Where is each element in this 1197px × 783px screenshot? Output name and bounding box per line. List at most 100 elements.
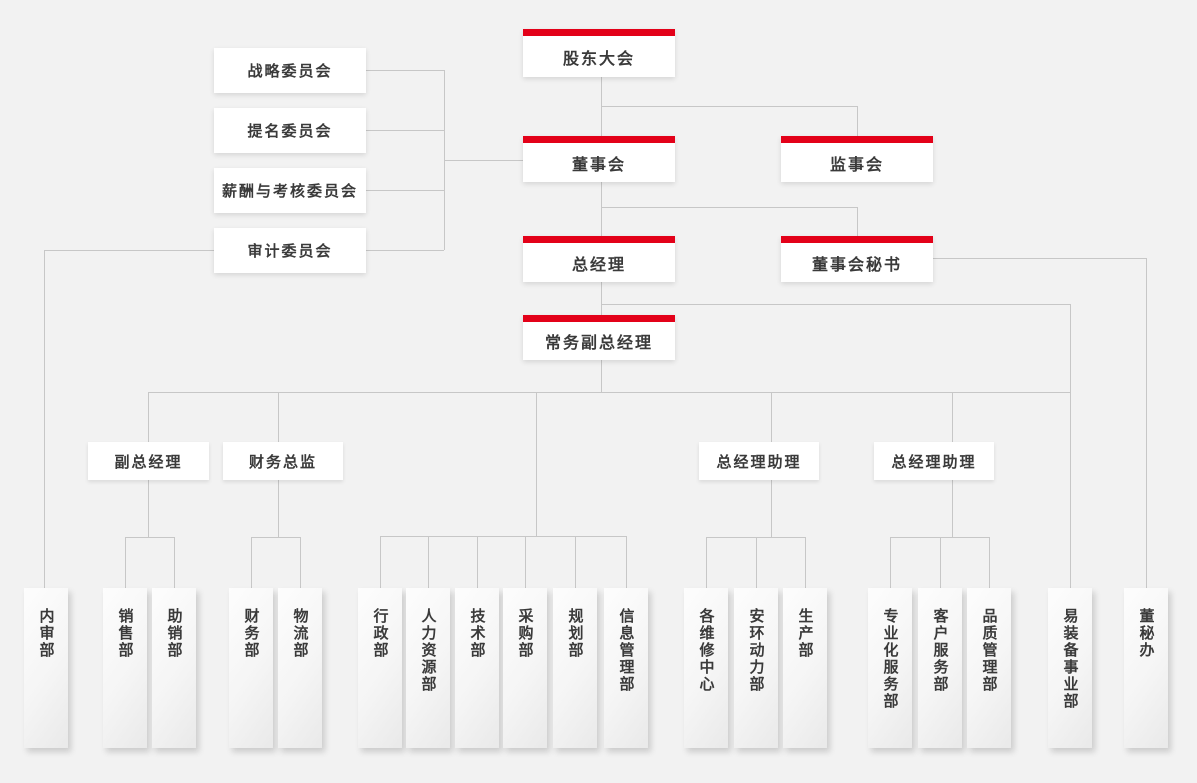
- connector-line: [706, 537, 707, 588]
- connector-line: [575, 536, 576, 588]
- node-label: 董秘办: [1137, 608, 1155, 659]
- node-gm-assistant-1: 总经理助理: [699, 442, 819, 480]
- connector-line: [601, 77, 602, 392]
- connector-line: [805, 537, 806, 588]
- node-shareholders-meeting: 股东大会: [523, 29, 675, 77]
- node-dept-technology: 技术部: [455, 588, 499, 748]
- node-audit-committee: 审计委员会: [214, 228, 366, 273]
- connector-line: [251, 537, 300, 538]
- node-label: 提名委员会: [247, 123, 333, 140]
- connector-line: [366, 70, 444, 71]
- node-board-secretary: 董事会秘书: [781, 236, 933, 282]
- node-dept-administration: 行政部: [358, 588, 402, 748]
- node-label: 薪酬与考核委员会: [221, 183, 358, 200]
- connector-line: [857, 207, 858, 236]
- node-dept-yi-equipment-division: 易装备事业部: [1048, 588, 1092, 748]
- node-dept-planning: 规划部: [553, 588, 597, 748]
- connector-line: [148, 392, 1070, 393]
- node-dept-quality-management: 品质管理部: [967, 588, 1011, 748]
- node-dept-sales: 销售部: [103, 588, 147, 748]
- connector-line: [125, 537, 174, 538]
- connector-line: [890, 537, 989, 538]
- node-label: 副总经理: [114, 453, 183, 471]
- connector-line: [477, 536, 478, 588]
- node-dept-internal-audit: 内审部: [24, 588, 68, 748]
- node-strategy-committee: 战略委员会: [214, 48, 366, 93]
- connector-line: [366, 250, 444, 251]
- node-label: 战略委员会: [247, 63, 333, 80]
- node-nomination-committee: 提名委员会: [214, 108, 366, 153]
- connector-line: [536, 392, 537, 536]
- node-dept-board-secretary-office: 董秘办: [1124, 588, 1168, 748]
- connector-line: [601, 207, 857, 208]
- node-label: 行政部: [371, 608, 389, 659]
- node-finance-director: 财务总监: [223, 442, 343, 480]
- node-label: 总经理助理: [891, 453, 977, 471]
- node-label: 总经理助理: [716, 453, 802, 471]
- node-label: 常务副总经理: [544, 335, 653, 352]
- connector-line: [601, 106, 857, 107]
- node-label: 审计委员会: [247, 243, 333, 260]
- node-label: 专业化服务部: [881, 608, 899, 710]
- connector-line: [380, 536, 381, 588]
- node-label: 股东大会: [562, 50, 635, 68]
- node-label: 客户服务部: [931, 608, 949, 693]
- connector-line: [1146, 258, 1147, 588]
- node-label: 人力资源部: [419, 608, 437, 693]
- node-dept-procurement: 采购部: [503, 588, 547, 748]
- connector-line: [626, 536, 627, 588]
- connector-line: [525, 536, 526, 588]
- node-dept-customer-service: 客户服务部: [918, 588, 962, 748]
- connector-line: [989, 537, 990, 588]
- connector-line: [44, 250, 45, 588]
- connector-line: [756, 537, 757, 588]
- node-general-manager: 总经理: [523, 236, 675, 282]
- node-label: 财务总监: [248, 453, 317, 471]
- node-label: 安环动力部: [747, 608, 765, 693]
- node-label: 各维修中心: [697, 608, 715, 693]
- node-label: 品质管理部: [980, 608, 998, 693]
- node-supervisory-board: 监事会: [781, 136, 933, 182]
- node-label: 财务部: [242, 608, 260, 659]
- node-gm-assistant-2: 总经理助理: [874, 442, 994, 480]
- node-deputy-general-manager: 副总经理: [88, 442, 209, 480]
- connector-line: [380, 536, 626, 537]
- node-label: 易装备事业部: [1061, 608, 1079, 710]
- node-label: 采购部: [516, 608, 534, 659]
- connector-line: [933, 258, 1146, 259]
- node-label: 监事会: [829, 156, 884, 174]
- connector-line: [444, 160, 523, 161]
- node-label: 规划部: [566, 608, 584, 659]
- node-dept-finance: 财务部: [229, 588, 273, 748]
- node-label: 助销部: [165, 608, 183, 659]
- node-board-of-directors: 董事会: [523, 136, 675, 182]
- node-dept-human-resources: 人力资源部: [406, 588, 450, 748]
- connector-line: [251, 537, 252, 588]
- node-executive-deputy-gm: 常务副总经理: [523, 315, 675, 360]
- node-remuneration-appraisal-committee: 薪酬与考核委员会: [214, 168, 366, 213]
- connector-line: [300, 537, 301, 588]
- connector-line: [1070, 304, 1071, 588]
- connector-line: [428, 536, 429, 588]
- node-dept-information-management: 信息管理部: [604, 588, 648, 748]
- node-label: 内审部: [37, 608, 55, 659]
- node-label: 销售部: [116, 608, 134, 659]
- node-label: 董事会秘书: [811, 256, 902, 274]
- node-dept-professional-services: 专业化服务部: [868, 588, 912, 748]
- node-dept-production: 生产部: [783, 588, 827, 748]
- node-label: 技术部: [468, 608, 486, 659]
- connector-line: [857, 106, 858, 136]
- connector-line: [174, 537, 175, 588]
- connector-line: [125, 537, 126, 588]
- node-dept-repair-centers: 各维修中心: [684, 588, 728, 748]
- connector-line: [890, 537, 891, 588]
- node-label: 总经理: [571, 256, 626, 274]
- node-dept-sales-support: 助销部: [152, 588, 196, 748]
- connector-line: [601, 304, 1070, 305]
- connector-line: [706, 537, 805, 538]
- node-label: 信息管理部: [617, 608, 635, 693]
- node-label: 生产部: [796, 608, 814, 659]
- connector-line: [940, 537, 941, 588]
- connector-line: [44, 250, 214, 251]
